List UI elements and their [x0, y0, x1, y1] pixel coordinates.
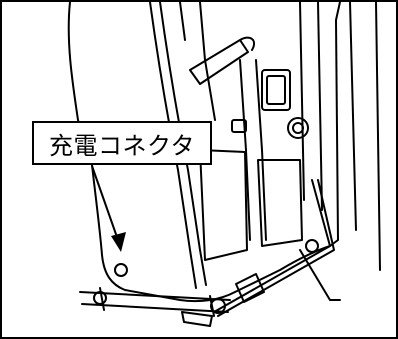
stand-bolt-middle [210, 298, 226, 314]
fuel-hose [189, 36, 256, 85]
lower-panel [199, 149, 303, 261]
control-knob [287, 117, 309, 139]
control-window [261, 69, 291, 111]
stand-bolt-left [93, 291, 107, 305]
stand-bolt-right [305, 239, 319, 253]
device-body-outline [67, 1, 341, 303]
charging-connector-label: 充電コネクタ [32, 121, 212, 165]
control-window-inner [266, 75, 286, 105]
callout-leader-line [91, 165, 119, 241]
callout-arrowhead [111, 232, 126, 252]
stand-foot [181, 273, 265, 327]
charging-port [114, 263, 128, 277]
right-panel-edges [299, 1, 381, 271]
small-switch [231, 119, 247, 133]
